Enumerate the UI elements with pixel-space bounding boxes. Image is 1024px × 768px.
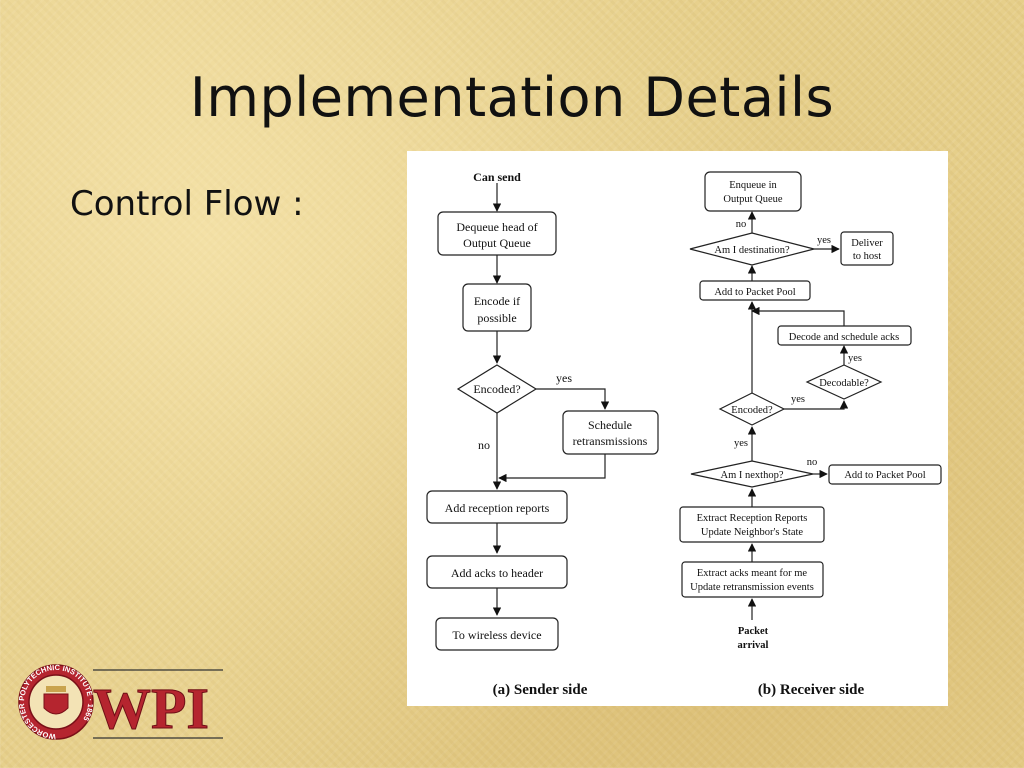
add-pool-label: Add to Packet Pool — [714, 287, 795, 298]
destination-diamond — [689, 232, 815, 266]
deliver-label-2: to host — [853, 251, 881, 262]
extract-reports-box — [679, 506, 825, 543]
decode-schedule-box — [777, 325, 912, 346]
encoded-diamond-receiver — [718, 392, 786, 426]
dequeue-label-1: Dequeue head of — [456, 220, 537, 234]
seal-book-icon — [46, 686, 66, 692]
arrival-label-1: Packet — [738, 626, 769, 637]
can-send-label: Can send — [473, 170, 521, 184]
seal-shield-icon — [43, 693, 69, 715]
slide-subtitle: Control Flow : — [70, 184, 304, 224]
decodable-diamond — [805, 364, 883, 400]
sender-caption: (a) Sender side — [493, 682, 588, 698]
destination-label: Am I destination? — [714, 245, 790, 256]
add-acks-label: Add acks to header — [451, 566, 543, 580]
receiver-caption: (b) Receiver side — [758, 682, 865, 698]
extract-acks-label-1: Extract acks meant for me — [697, 568, 808, 579]
slide-title: Implementation Details — [189, 66, 835, 129]
to-wireless-label: To wireless device — [452, 628, 541, 642]
to-wireless-box — [435, 617, 559, 651]
add-reports-label: Add reception reports — [445, 501, 550, 515]
enqueue-label-2: Output Queue — [723, 194, 783, 205]
wpi-wordmark: WPI — [93, 676, 209, 741]
extract-reports-label-1: Extract Reception Reports — [697, 513, 808, 524]
add-pool-label-2: Add to Packet Pool — [844, 470, 925, 481]
encode-label-1: Encode if — [474, 294, 520, 308]
extract-acks-box — [681, 561, 824, 598]
sender-yes-label: yes — [556, 371, 572, 385]
schedule-box — [562, 410, 659, 455]
nexthop-label: Am I nexthop? — [721, 470, 784, 481]
deliver-label-1: Deliver — [851, 238, 883, 249]
encoded-label-receiver: Encoded? — [731, 405, 773, 416]
arrival-label-2: arrival — [738, 640, 769, 651]
sender-no-label: no — [478, 438, 490, 452]
wpi-logo-svg: WORCESTER POLYTECHNIC INSTITUTE · 1865 W… — [17, 663, 223, 742]
enqueue-label-1: Enqueue in — [729, 180, 777, 191]
control-flow-figure: Can send Dequeue head of Output Queue En… — [407, 151, 948, 706]
arrow-yes-schedule — [536, 388, 610, 410]
dequeue-label-2: Output Queue — [463, 236, 531, 250]
arrow-decode-pool — [751, 306, 845, 326]
arrow-yes-decodable — [784, 400, 849, 410]
schedule-label-1: Schedule — [588, 418, 632, 432]
receiver-yes-encoded-label: yes — [791, 394, 805, 405]
receiver-yes-decodable-label: yes — [848, 353, 862, 364]
extract-reports-label-2: Update Neighbor's State — [701, 527, 804, 538]
arrow-schedule-merge — [498, 454, 606, 483]
decodable-label: Decodable? — [819, 378, 869, 389]
add-pool-box — [699, 280, 811, 301]
receiver-no-nexthop-label: no — [807, 457, 818, 468]
add-pool-box-2 — [828, 464, 942, 485]
flowchart-svg: Can send Dequeue head of Output Queue En… — [426, 170, 942, 698]
schedule-label-2: retransmissions — [573, 434, 648, 448]
receiver-yes-nexthop-label: yes — [734, 438, 748, 449]
nexthop-diamond — [690, 460, 814, 488]
encode-label-2: possible — [477, 311, 516, 325]
deliver-box — [840, 231, 894, 266]
receiver-yes-dest-label: yes — [817, 235, 831, 246]
wpi-logo: WORCESTER POLYTECHNIC INSTITUTE · 1865 W… — [17, 663, 228, 744]
encoded-label: Encoded? — [473, 382, 520, 396]
enqueue-box — [704, 171, 802, 212]
decode-schedule-label: Decode and schedule acks — [789, 332, 900, 343]
extract-acks-label-2: Update retransmission events — [690, 582, 814, 593]
receiver-no-top-label: no — [736, 219, 747, 230]
